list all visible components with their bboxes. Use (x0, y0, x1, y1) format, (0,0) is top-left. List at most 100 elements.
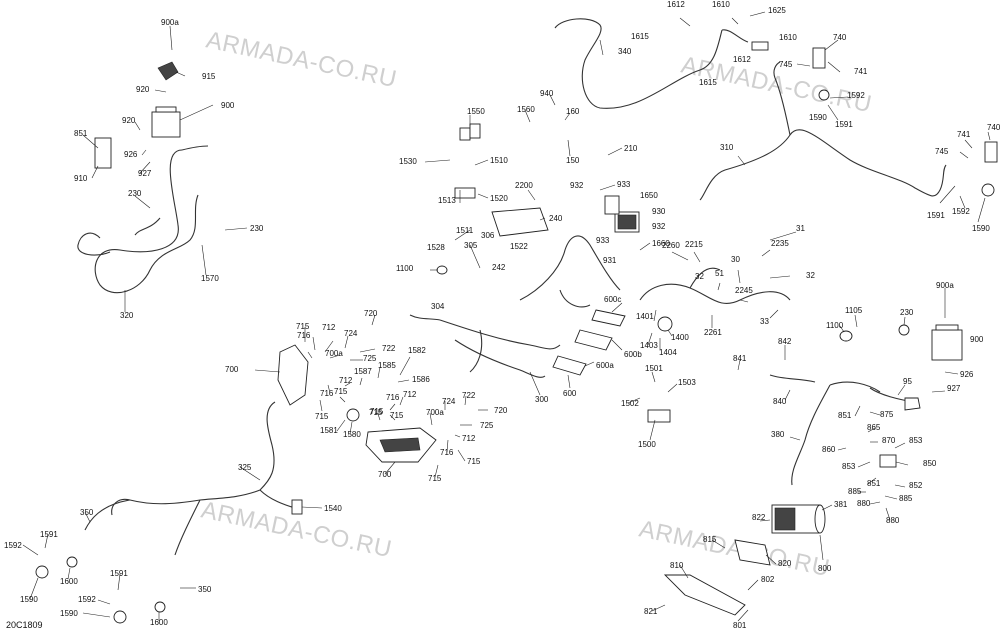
part-callout-1592: 1592 (847, 91, 865, 100)
part-callout-900: 900 (970, 335, 984, 344)
part-callout-305: 305 (464, 241, 478, 250)
part-callout-850: 850 (923, 459, 937, 468)
part-callout-715: 715 (467, 457, 481, 466)
part-callout-240: 240 (549, 214, 563, 223)
part-callout-300: 300 (535, 395, 549, 404)
part-callout-725: 725 (480, 421, 494, 430)
part-callout-900a: 900a (161, 18, 179, 27)
part-callout-700a: 700a (426, 408, 444, 417)
part-callout-32: 32 (806, 271, 815, 280)
part-callout-933: 933 (617, 180, 631, 189)
part-callout-910: 910 (74, 174, 88, 183)
part-callout-860: 860 (822, 445, 836, 454)
callout-labels: 900a915920900920851926910927230230157032… (4, 0, 1000, 630)
part-callout-160: 160 (566, 107, 580, 116)
part-callout-95: 95 (903, 377, 912, 386)
part-callout-930: 930 (652, 207, 666, 216)
part-callout-700: 700 (378, 470, 392, 479)
part-callout-600b: 600b (624, 350, 642, 359)
part-callout-1500: 1500 (638, 440, 656, 449)
part-callout-880: 880 (886, 516, 900, 525)
part-callout-2200: 2200 (515, 181, 533, 190)
part-callout-242: 242 (492, 263, 506, 272)
part-callout-712: 712 (339, 376, 353, 385)
part-callout-2260: 2260 (662, 241, 680, 250)
part-callout-932: 932 (652, 222, 666, 231)
part-callout-715: 715 (334, 387, 348, 396)
part-callout-822: 822 (752, 513, 766, 522)
part-callout-933: 933 (596, 236, 610, 245)
part-callout-1400: 1400 (671, 333, 689, 342)
part-callout-1592: 1592 (4, 541, 22, 550)
part-callout-230: 230 (128, 189, 142, 198)
part-callout-1560: 1560 (517, 105, 535, 114)
part-callout-725: 725 (363, 354, 377, 363)
part-callout-1530: 1530 (399, 157, 417, 166)
part-callout-716: 716 (320, 389, 334, 398)
part-callout-880: 880 (857, 499, 871, 508)
part-callout-1585: 1585 (378, 361, 396, 370)
part-callout-210: 210 (624, 144, 638, 153)
part-callout-1592: 1592 (952, 207, 970, 216)
part-callout-1590: 1590 (972, 224, 990, 233)
part-callout-740: 740 (987, 123, 1000, 132)
part-callout-1100: 1100 (826, 321, 844, 330)
part-callout-1100: 1100 (396, 264, 414, 273)
part-callout-815: 815 (703, 535, 717, 544)
part-callout-851: 851 (74, 129, 88, 138)
part-callout-1591: 1591 (40, 530, 58, 539)
part-callout-927: 927 (138, 169, 152, 178)
part-callout-853: 853 (842, 462, 856, 471)
part-callout-1586: 1586 (412, 375, 430, 384)
part-callout-722: 722 (462, 391, 476, 400)
part-callout-931: 931 (603, 256, 617, 265)
part-callout-820: 820 (778, 559, 792, 568)
part-callout-875: 875 (880, 410, 894, 419)
part-callout-1591: 1591 (835, 120, 853, 129)
part-callout-310: 310 (720, 143, 734, 152)
part-callout-745: 745 (935, 147, 949, 156)
part-callout-716: 716 (440, 448, 454, 457)
part-callout-1401: 1401 (636, 312, 654, 321)
part-callout-940: 940 (540, 89, 554, 98)
part-callout-853: 853 (909, 436, 923, 445)
part-callout-915: 915 (202, 72, 216, 81)
part-callout-1600: 1600 (150, 618, 168, 627)
part-callout-745: 745 (779, 60, 793, 69)
part-callout-712: 712 (403, 390, 417, 399)
part-callout-802: 802 (761, 575, 775, 584)
part-callout-741: 741 (854, 67, 868, 76)
part-callout-821: 821 (644, 607, 658, 616)
part-callout-1503: 1503 (678, 378, 696, 387)
part-callout-1403: 1403 (640, 341, 658, 350)
part-callout-715: 715 (428, 474, 442, 483)
part-callout-715: 715 (296, 322, 310, 331)
part-callout-715: 715 (370, 407, 384, 416)
part-callout-51: 51 (715, 269, 724, 278)
part-callout-320: 320 (120, 311, 134, 320)
part-callout-715: 715 (390, 411, 404, 420)
part-callout-1612: 1612 (667, 0, 685, 9)
part-callout-600: 600 (563, 389, 577, 398)
part-callout-712: 712 (322, 323, 336, 332)
part-callout-716: 716 (386, 393, 400, 402)
part-callout-1590: 1590 (60, 609, 78, 618)
part-callout-306: 306 (481, 231, 495, 240)
part-callout-230: 230 (900, 308, 914, 317)
part-callout-932: 932 (570, 181, 584, 190)
part-callout-927: 927 (947, 384, 961, 393)
part-callout-1581: 1581 (320, 426, 338, 435)
part-callout-1540: 1540 (324, 504, 342, 513)
part-callout-1591: 1591 (110, 569, 128, 578)
part-callout-31: 31 (796, 224, 805, 233)
part-callout-381: 381 (834, 500, 848, 509)
part-callout-900: 900 (221, 101, 235, 110)
part-callout-712: 712 (462, 434, 476, 443)
part-callout-851: 851 (838, 411, 852, 420)
part-callout-1590: 1590 (20, 595, 38, 604)
part-callout-1522: 1522 (510, 242, 528, 251)
part-callout-920: 920 (122, 116, 136, 125)
part-callout-1625: 1625 (768, 6, 786, 15)
